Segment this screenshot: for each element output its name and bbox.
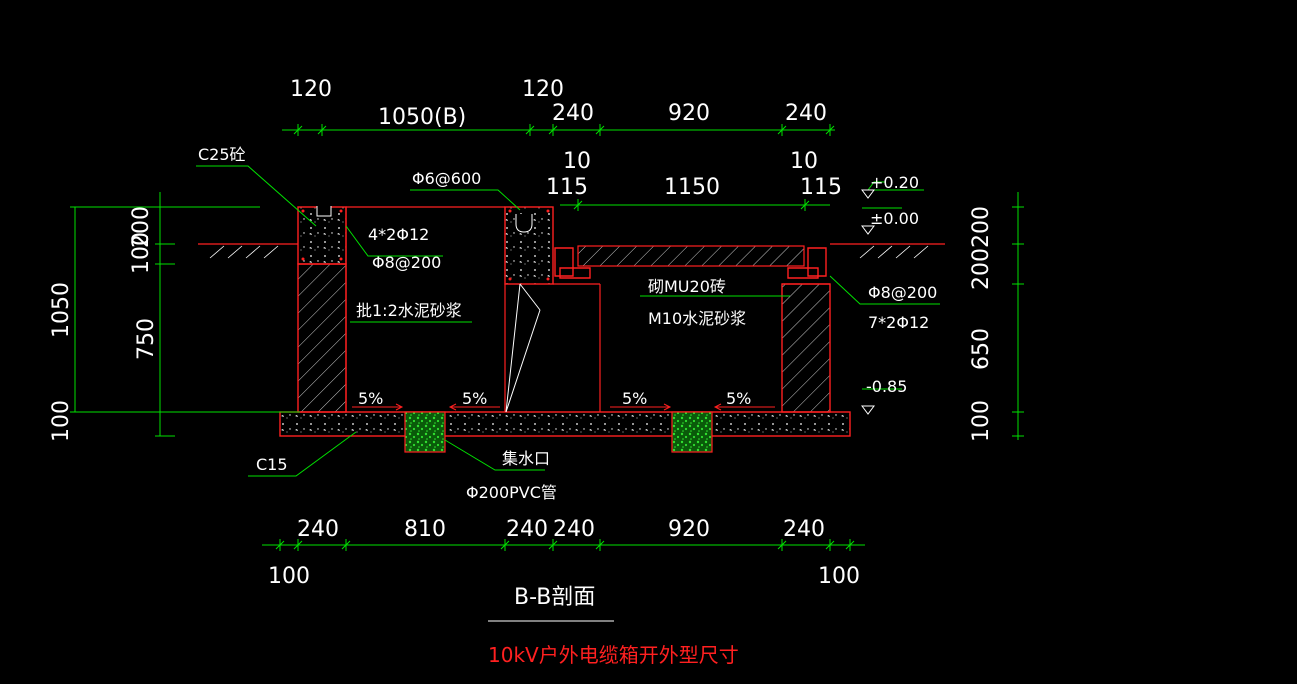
right-dimensions: 200 200 650 100 bbox=[969, 206, 994, 442]
dim-text: 200 bbox=[129, 206, 154, 248]
label-brick: 砌MU20砖 bbox=[648, 277, 726, 296]
elevation-text: ±0.00 bbox=[870, 209, 919, 228]
annotation-labels: C25砼 Φ6@600 4*2Φ12 Φ8@200 批1:2水泥砂浆 砌MU20… bbox=[198, 145, 937, 502]
label-pipe: Φ200PVC管 bbox=[466, 483, 557, 502]
dim-text: 115 bbox=[800, 175, 842, 200]
bottom-dimensions: 240 810 240 240 920 240 100 100 bbox=[268, 517, 860, 589]
label-sump: 集水口 bbox=[502, 449, 550, 468]
dim-text: 10 bbox=[790, 149, 818, 174]
top-dimensions-row1: 120 1050(B) 120 240 920 240 bbox=[290, 77, 827, 130]
dimension-lines bbox=[70, 124, 1024, 551]
dim-text: 10 bbox=[563, 149, 591, 174]
dim-text: 750 bbox=[134, 318, 159, 360]
left-wall bbox=[297, 263, 347, 413]
dim-text: 240 bbox=[297, 517, 339, 542]
dim-text: 650 bbox=[969, 328, 994, 370]
label-stirrup-b: Φ8@200 bbox=[868, 283, 937, 302]
slope-text: 5% bbox=[726, 389, 751, 408]
label-rebar-a: 4*2Φ12 bbox=[368, 225, 429, 244]
dim-text: 120 bbox=[522, 77, 564, 102]
base-slab bbox=[279, 411, 851, 437]
dim-text: 240 bbox=[506, 517, 548, 542]
slope-text: 5% bbox=[358, 389, 383, 408]
dim-text: 115 bbox=[546, 175, 588, 200]
dim-text: 920 bbox=[668, 101, 710, 126]
dim-text: 1050(B) bbox=[378, 105, 466, 130]
left-dimensions: 1050 200 100 750 100 bbox=[49, 206, 159, 442]
cover-slab bbox=[577, 245, 805, 267]
label-c25: C25砼 bbox=[198, 145, 246, 164]
label-phi6: Φ6@600 bbox=[412, 169, 481, 188]
structure bbox=[198, 206, 945, 453]
label-c15: C15 bbox=[256, 455, 288, 474]
dim-text: 240 bbox=[552, 101, 594, 126]
dim-text: 920 bbox=[668, 517, 710, 542]
slope-labels: 5% 5% 5% 5% bbox=[358, 389, 751, 408]
elevation-labels: +0.20 ±0.00 -0.85 bbox=[866, 173, 919, 396]
drawing-subtitle: 10kV户外电缆箱开外型尺寸 bbox=[488, 643, 739, 667]
dim-text: 100 bbox=[49, 400, 74, 442]
dim-text: 240 bbox=[785, 101, 827, 126]
dim-text: 200 bbox=[969, 248, 994, 290]
label-stirrup-a: Φ8@200 bbox=[372, 253, 441, 272]
slope-text: 5% bbox=[622, 389, 647, 408]
elevation-text: -0.85 bbox=[866, 377, 907, 396]
right-wall bbox=[781, 283, 831, 413]
sump-left bbox=[404, 411, 446, 453]
slope-text: 5% bbox=[462, 389, 487, 408]
dim-text: 240 bbox=[553, 517, 595, 542]
top-dimensions-row2: 10 10 115 1150 115 bbox=[546, 149, 842, 200]
dim-text: 240 bbox=[783, 517, 825, 542]
dim-text: 100 bbox=[129, 232, 154, 274]
dim-text: 810 bbox=[404, 517, 446, 542]
dim-text: 100 bbox=[969, 400, 994, 442]
dim-text: 100 bbox=[818, 564, 860, 589]
label-mortar: M10水泥砂浆 bbox=[648, 309, 746, 328]
title-block: B-B剖面 10kV户外电缆箱开外型尺寸 bbox=[488, 585, 739, 667]
dim-text: 100 bbox=[268, 564, 310, 589]
dim-text: 1150 bbox=[664, 175, 720, 200]
label-plaster: 批1:2水泥砂浆 bbox=[356, 301, 462, 320]
sump-right bbox=[671, 411, 713, 453]
dim-text: 120 bbox=[290, 77, 332, 102]
drawing-title: B-B剖面 bbox=[514, 585, 595, 610]
dim-text: 200 bbox=[969, 206, 994, 248]
label-rebar-b: 7*2Φ12 bbox=[868, 313, 929, 332]
dim-text: 1050 bbox=[49, 282, 74, 338]
elevation-text: +0.20 bbox=[870, 173, 919, 192]
